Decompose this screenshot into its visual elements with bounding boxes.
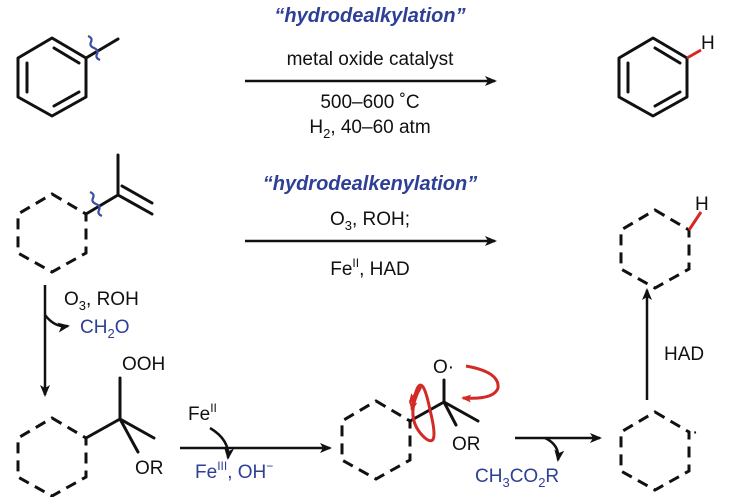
pressure-label: H2, 40–60 atm [309, 117, 430, 141]
cyclohexane-product: H [619, 194, 709, 290]
toluene-structure [16, 34, 120, 118]
panel-label: B [30, 0, 44, 2]
o-radical-label: O· [433, 357, 454, 378]
hydrodealkylation-title: “hydrodealkylation” [274, 5, 465, 27]
radical-arrow-icon [409, 383, 432, 412]
ozonolysis-reagents: O3, ROH [64, 289, 139, 313]
fe-ii-reagent: FeII [188, 401, 217, 425]
hydrodealkenylation-title: “hydrodealkenylation” [263, 173, 478, 195]
had-reagent: HAD [664, 344, 704, 365]
fe-curved-arrow [209, 426, 235, 460]
alpha-alkoxy-hydroperoxide: OOH OR [16, 354, 165, 497]
cyclohexyl-radical: · [619, 410, 698, 492]
radical-arrow-icon [408, 386, 436, 443]
ester-byproduct: CH3CO2R [475, 466, 559, 490]
formaldehyde-byproduct: CH2O [80, 317, 129, 341]
or-label: OR [452, 434, 481, 455]
or-label: OR [135, 458, 164, 479]
hydrogen-label: H [695, 194, 709, 215]
bond-cleavage-wavy-icon [87, 34, 101, 62]
alkoxy-radical: O· OR [340, 357, 500, 481]
radical-dot: · [692, 422, 698, 443]
radical-arrow-icon [461, 364, 500, 403]
reaction-2-reagents-bottom: FeII, HAD [330, 256, 410, 280]
hydrogen-label: H [701, 33, 715, 54]
byproduct-curved-arrow [44, 314, 70, 333]
fe-iii-byproduct: FeIII, OH− [195, 459, 273, 483]
isopropenyl-cyclohexane [16, 153, 154, 274]
temperature-label: 500–600 ˚C [320, 92, 419, 113]
bond-cleavage-wavy-icon [89, 190, 103, 218]
benzene-product: H [617, 33, 715, 118]
ooh-label: OOH [122, 354, 165, 375]
catalyst-label: metal oxide catalyst [287, 49, 455, 70]
ester-curved-arrow [544, 436, 565, 462]
reaction-2-reagents-top: O3, ROH; [330, 209, 410, 233]
